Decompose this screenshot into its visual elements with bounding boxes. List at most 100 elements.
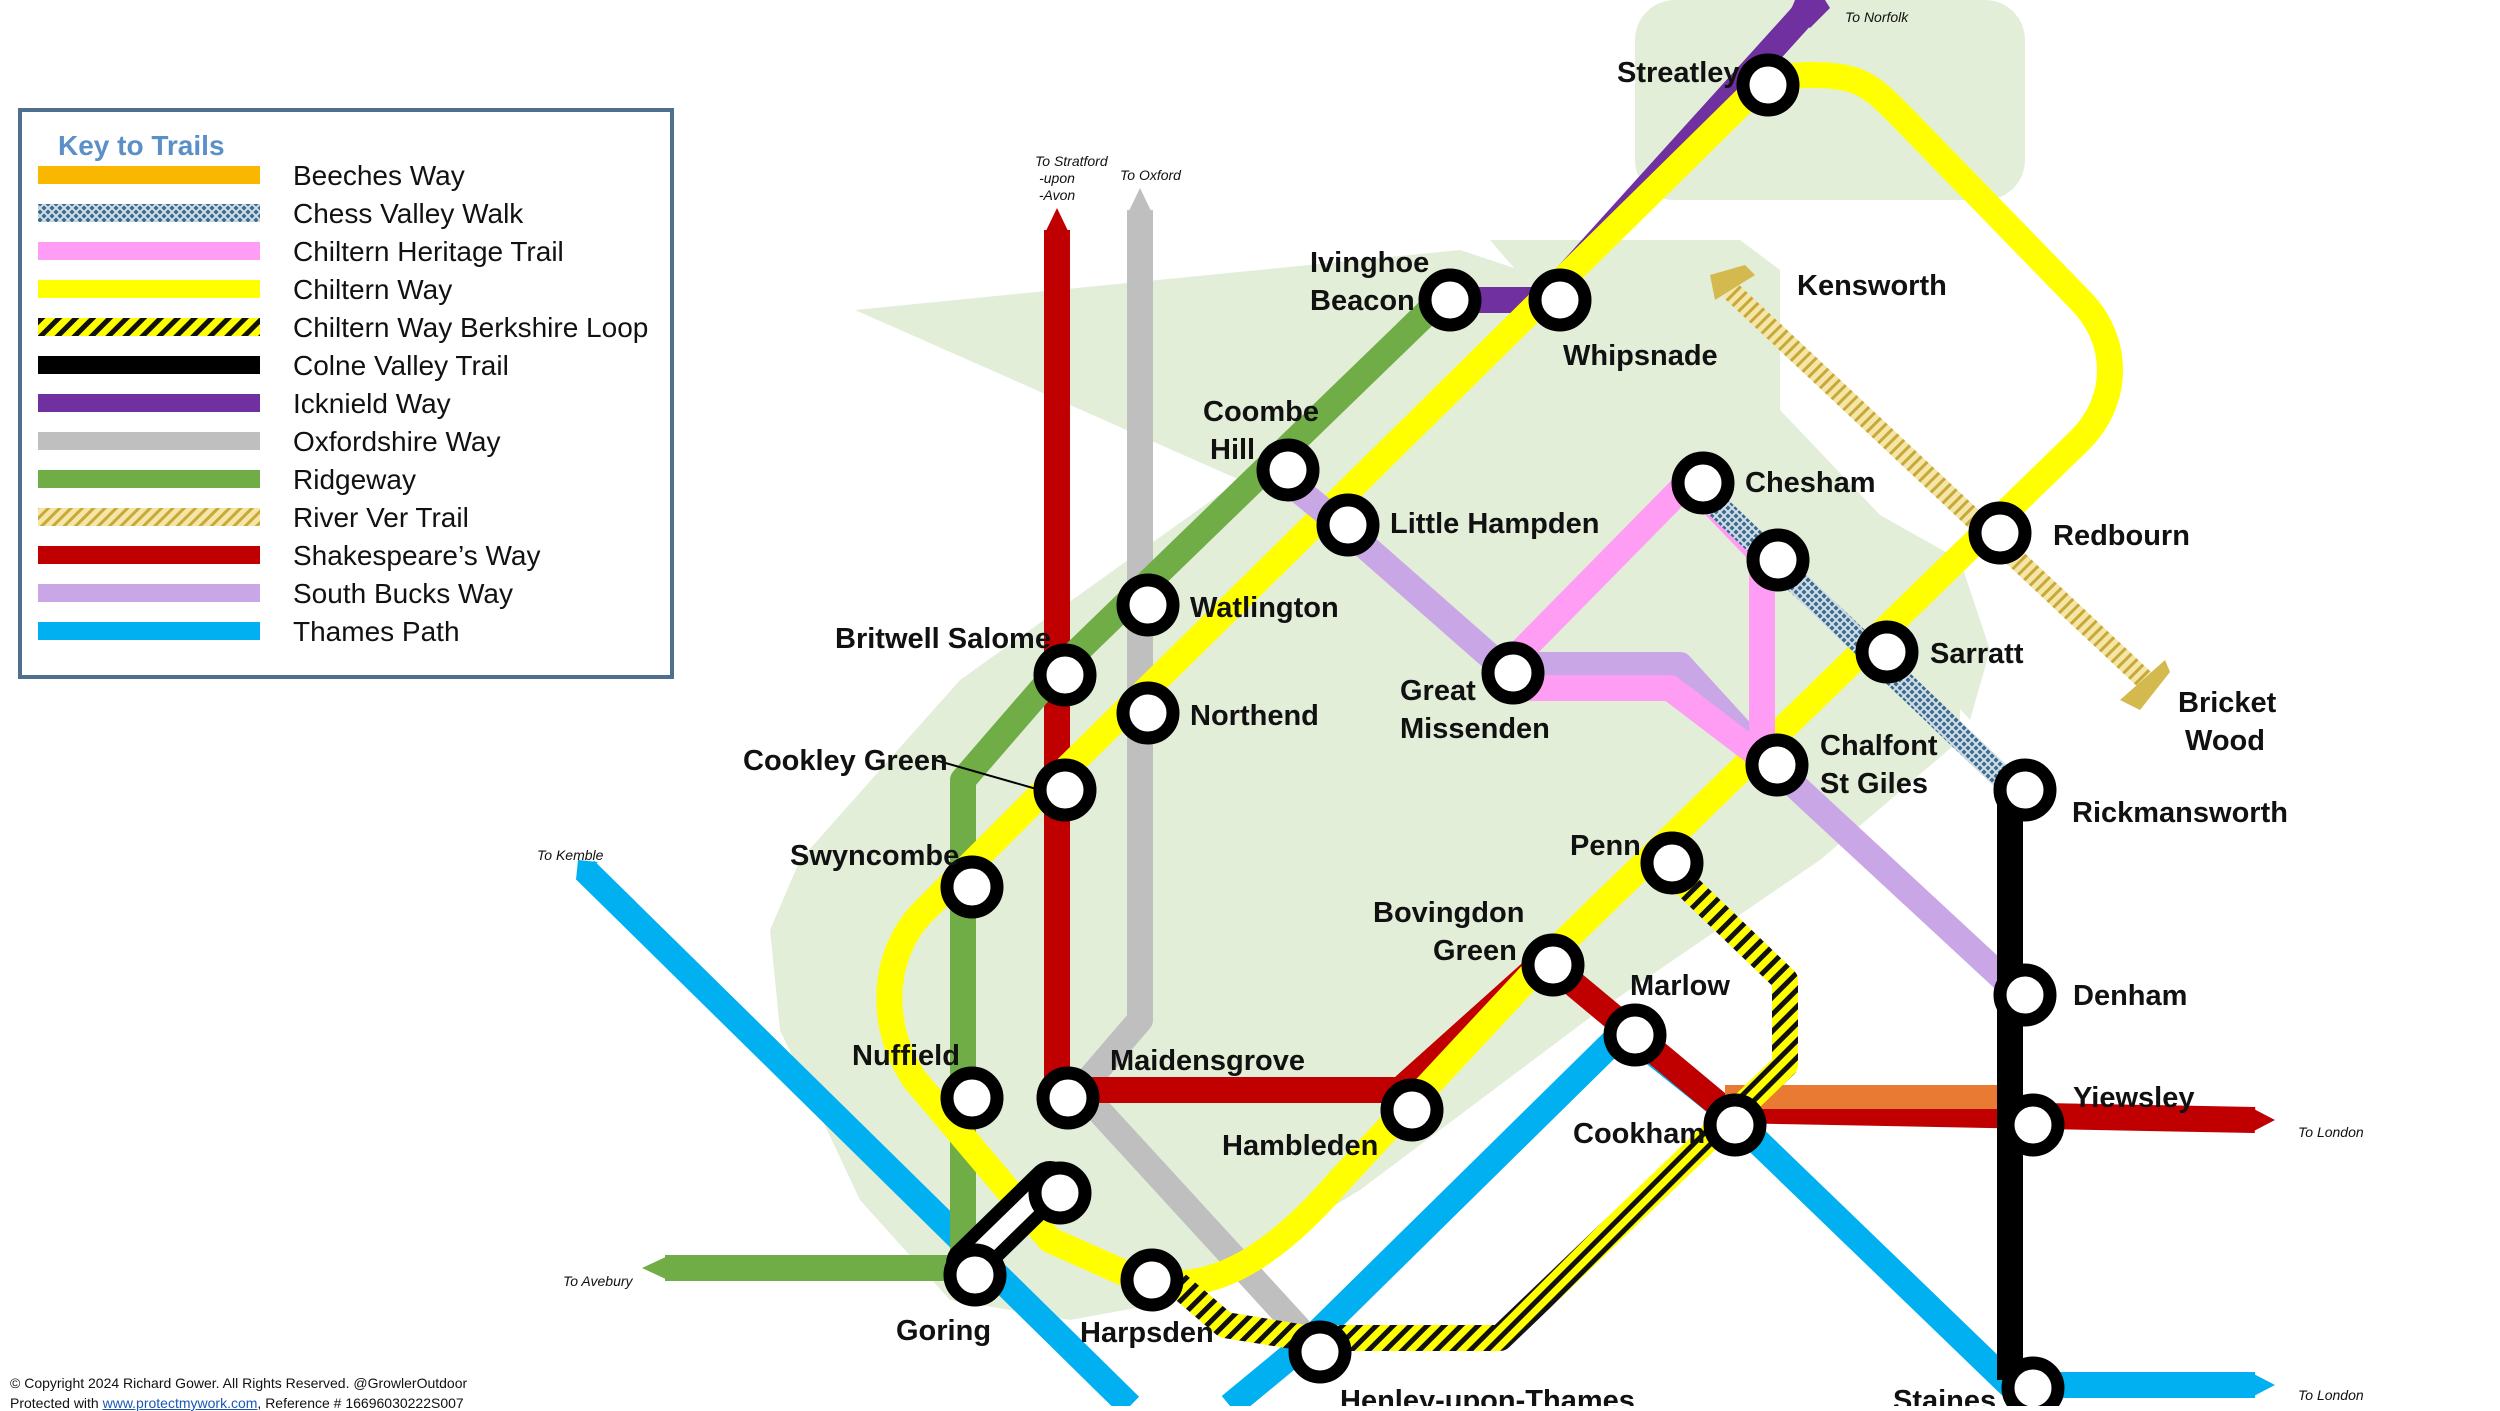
- label-rickmansworth: Rickmansworth: [2072, 797, 2288, 829]
- key-swatch-7: [38, 432, 260, 450]
- key-label-0: Beeches Way: [293, 160, 465, 191]
- station-northend[interactable]: [1116, 681, 1180, 745]
- dir-stratford-3: -Avon: [1039, 187, 1076, 203]
- key-label-11: South Bucks Way: [293, 578, 513, 609]
- label-marlow: Marlow: [1630, 970, 1730, 1002]
- station-nuffield[interactable]: [940, 1066, 1004, 1130]
- footer-protected: Protected with www.protectmywork.com, Re…: [10, 1395, 464, 1411]
- station-chalfont-st-giles[interactable]: [1745, 733, 1809, 797]
- label-great-1: Great: [1400, 675, 1476, 707]
- label-chalfont-1: Chalfont: [1820, 730, 1938, 762]
- key-swatch-6: [38, 394, 260, 412]
- label-harpsden: Harpsden: [1080, 1317, 1214, 1349]
- key-swatch-2: [38, 242, 260, 260]
- station-goring[interactable]: [943, 1243, 1007, 1307]
- station-chesham[interactable]: [1671, 451, 1735, 515]
- label-great-2: Missenden: [1400, 713, 1550, 745]
- station-denham[interactable]: [1993, 963, 2057, 1027]
- key-label-7: Oxfordshire Way: [293, 426, 500, 457]
- station-cookley-green[interactable]: [1033, 758, 1097, 822]
- arrow-kemble: [576, 860, 598, 880]
- label-streatley: Streatley: [1617, 57, 1740, 89]
- label-bricket-1: Bricket: [2178, 687, 2277, 719]
- label-cookham: Cookham: [1573, 1118, 1705, 1150]
- station-henley-upon-thames[interactable]: [1288, 1320, 1352, 1384]
- key-swatch-1: [38, 204, 260, 222]
- key-swatch-3: [38, 280, 260, 298]
- arrow-london-1: [2250, 1107, 2275, 1133]
- station-ivinghoe-beacon[interactable]: [1418, 268, 1482, 332]
- dir-norfolk: To Norfolk: [1845, 9, 1909, 25]
- dir-oxford: To Oxford: [1120, 167, 1182, 183]
- key-swatch-10: [38, 546, 260, 564]
- dir-london-1: To London: [2298, 1124, 2364, 1140]
- label-goring: Goring: [896, 1315, 991, 1347]
- station-great-missenden[interactable]: [1481, 641, 1545, 705]
- station-yiewsley[interactable]: [2001, 1093, 2065, 1157]
- label-bricket-2: Wood: [2185, 725, 2265, 757]
- station-whipsnade[interactable]: [1528, 268, 1592, 332]
- station-little-hampden[interactable]: [1316, 493, 1380, 557]
- label-ivinghoe-2: Beacon: [1310, 285, 1415, 317]
- key-label-1: Chess Valley Walk: [293, 198, 524, 229]
- label-redbourn: Redbourn: [2053, 520, 2190, 552]
- key-swatch-5: [38, 356, 260, 374]
- cookley-green-leader: [934, 759, 1041, 791]
- station-maidensgrove[interactable]: [1036, 1066, 1100, 1130]
- key-label-5: Colne Valley Trail: [293, 350, 509, 381]
- station-cookham[interactable]: [1703, 1093, 1767, 1157]
- label-staines: Staines: [1893, 1385, 1996, 1406]
- chess-valley-walk-line: [1681, 471, 2019, 794]
- station-sarratt[interactable]: [1855, 620, 1919, 684]
- station-coombe-hill[interactable]: [1256, 438, 1320, 502]
- key-label-3: Chiltern Way: [293, 274, 452, 305]
- arrow-avebury: [642, 1255, 670, 1281]
- direction-labels: To Norfolk To Stratford -upon -Avon To O…: [537, 9, 2364, 1403]
- station-staines[interactable]: [2001, 1356, 2065, 1406]
- key-swatch-11: [38, 584, 260, 602]
- station-redbourn[interactable]: [1968, 501, 2032, 565]
- label-hambleden: Hambleden: [1222, 1130, 1378, 1162]
- station-britwell-salome[interactable]: [1033, 643, 1097, 707]
- station-watlington[interactable]: [1116, 573, 1180, 637]
- footer-protected-prefix: Protected with: [10, 1395, 103, 1411]
- arrow-norfolk: [1790, 0, 1830, 28]
- key-swatch-8: [38, 470, 260, 488]
- station-marlow[interactable]: [1603, 1003, 1667, 1067]
- label-britwell: Britwell Salome: [835, 623, 1051, 655]
- label-whipsnade: Whipsnade: [1563, 340, 1718, 372]
- chiltern-way-line: [876, 62, 2123, 1297]
- footer-reference: , Reference # 16696030222S007: [257, 1395, 464, 1411]
- key-label-12: Thames Path: [293, 616, 460, 647]
- station-hambleden[interactable]: [1380, 1078, 1444, 1142]
- trail-arrows: [576, 0, 2275, 1398]
- arrow-stratford: [1044, 208, 1070, 235]
- label-penn: Penn: [1570, 830, 1641, 862]
- dir-stratford-2: -upon: [1039, 170, 1075, 186]
- ridgeway-line: [665, 290, 1450, 1281]
- key-swatch-12: [38, 622, 260, 640]
- station-penn[interactable]: [1640, 831, 1704, 895]
- station-harpsden[interactable]: [1120, 1248, 1184, 1312]
- label-watlington: Watlington: [1190, 592, 1339, 624]
- label-coombe-1: Coombe: [1203, 396, 1319, 428]
- label-little-hampden: Little Hampden: [1390, 508, 1599, 540]
- station-chesham-2[interactable]: [1746, 528, 1810, 592]
- footer-link[interactable]: www.protectmywork.com: [102, 1395, 258, 1411]
- label-chesham: Chesham: [1745, 467, 1876, 499]
- arrow-london-2: [2250, 1372, 2275, 1398]
- station-rickmansworth[interactable]: [1993, 758, 2057, 822]
- key-swatch-4: [38, 318, 260, 336]
- dir-london-2: To London: [2298, 1387, 2364, 1403]
- station-markers: [940, 53, 2065, 1406]
- label-kensworth: Kensworth: [1797, 270, 1947, 302]
- key-swatch-0: [38, 166, 260, 184]
- station-goring-2[interactable]: [1028, 1161, 1092, 1225]
- label-swyncombe: Swyncombe: [790, 840, 959, 872]
- key-label-4: Chiltern Way Berkshire Loop: [293, 312, 648, 343]
- station-streatley[interactable]: [1736, 53, 1800, 117]
- station-swyncombe[interactable]: [940, 855, 1004, 919]
- label-maidensgrove: Maidensgrove: [1110, 1045, 1305, 1077]
- station-bovingdon-green[interactable]: [1521, 933, 1585, 997]
